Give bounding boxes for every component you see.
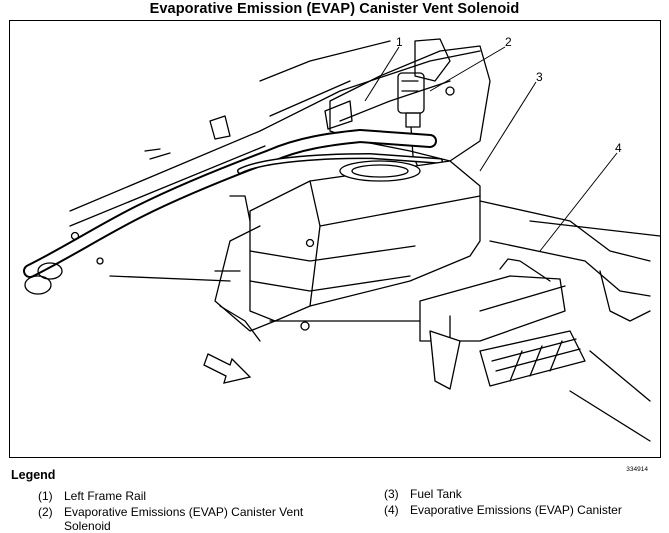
figure-code: 334914 [626,466,648,473]
legend-item-label: Fuel Tank [410,487,462,501]
diagram-illustration: 1 2 3 4 [23,35,661,442]
legend-item-number: (2) [38,505,53,519]
callout-4: 4 [615,141,622,155]
callout-3: 3 [536,70,543,84]
evap-canister [419,258,586,390]
callout-leaders [364,46,618,252]
legend-item-2: (2) Evaporative Emissions (EVAP) Canister… [38,505,318,533]
page-title: Evaporative Emission (EVAP) Canister Ven… [149,1,520,17]
legend-item-label: Evaporative Emissions (EVAP) Canister [410,503,622,517]
legend-item-label: Evaporative Emissions (EVAP) Canister Ve… [64,505,304,533]
legend-item-label: Left Frame Rail [64,489,147,503]
fuel-tank [214,160,481,342]
legend-item-1: (1) Left Frame Rail [38,489,146,503]
legend-item-number: (4) [384,503,399,517]
diagram-figure: 1 2 3 4 334914 [9,20,661,473]
legend-item-number: (3) [384,487,399,501]
legend-item-4: (4) Evaporative Emissions (EVAP) Canister [384,503,622,517]
legend-item-3: (3) Fuel Tank [384,487,462,501]
callout-1: 1 [396,35,403,49]
callout-2: 2 [505,35,512,49]
legend-heading: Legend [11,468,56,482]
forward-arrow-icon [203,353,252,384]
legend-item-number: (1) [38,489,53,503]
